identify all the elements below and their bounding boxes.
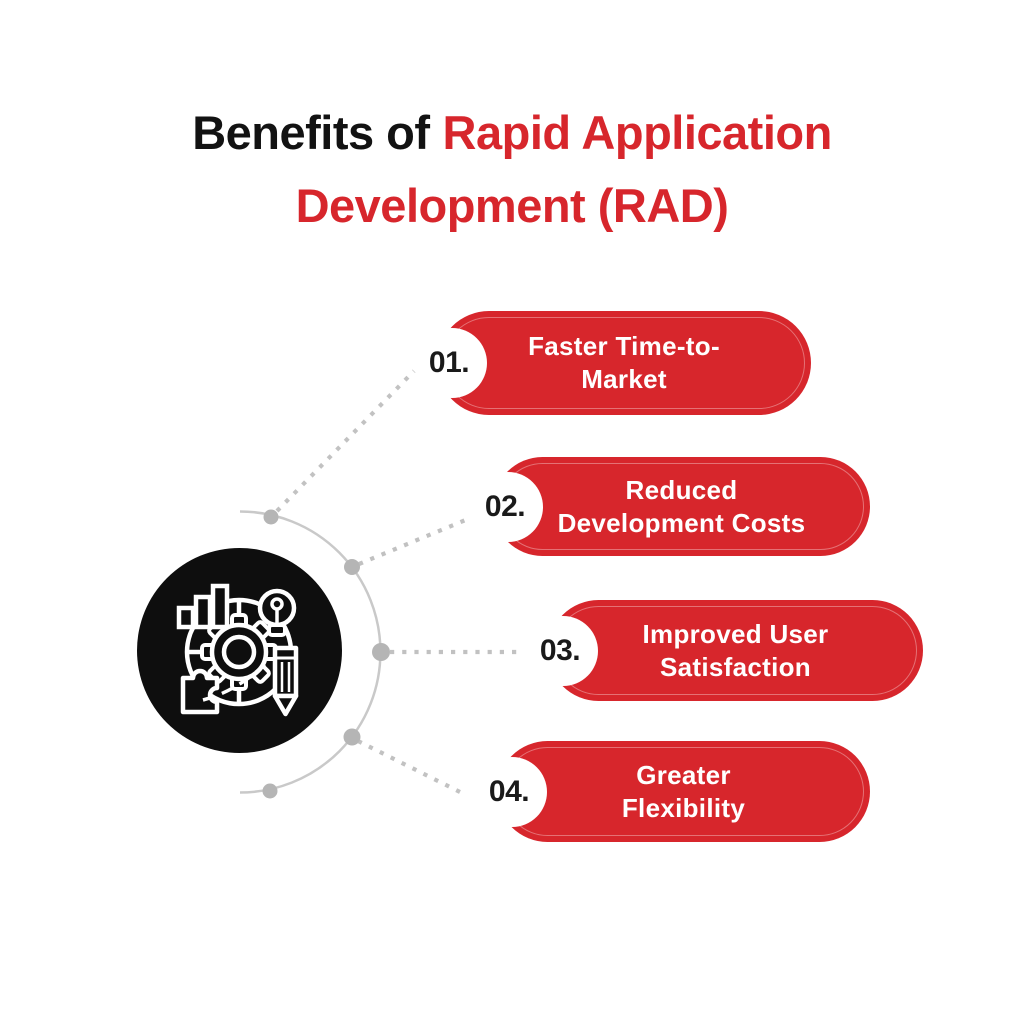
benefit-label-2-line2: Development Costs <box>557 507 806 538</box>
title-red-part: Rapid Application <box>442 106 833 159</box>
benefit-pill-3: 03. Improved User Satisfaction <box>528 600 923 701</box>
benefit-label-4-line2: Flexibility <box>621 792 746 823</box>
benefit-label-3: Improved User Satisfaction <box>548 600 923 701</box>
arc-node-dot-5 <box>262 783 278 799</box>
arc-node-dot-2 <box>344 559 360 575</box>
benefit-number-4: 04. <box>488 774 530 808</box>
benefit-number-circle-3: 03. <box>528 615 598 686</box>
rad-development-icon <box>137 548 342 753</box>
benefit-label-4-line1: Greater <box>636 759 731 790</box>
benefit-number-3: 03. <box>539 633 581 667</box>
benefit-number-circle-1: 01. <box>417 328 487 398</box>
benefit-label-2: Reduced Development Costs <box>493 457 870 556</box>
dotted-connector-4 <box>357 739 465 796</box>
benefit-label-2-line1: Reduced <box>625 474 738 505</box>
arc-node-dot-3 <box>372 643 390 661</box>
benefit-number-circle-4: 04. <box>477 756 547 827</box>
benefit-number-1: 01. <box>428 346 470 379</box>
pencil-icon <box>272 645 299 717</box>
benefit-label-3-line2: Satisfaction <box>660 651 811 682</box>
puzzle-piece-icon <box>180 668 220 715</box>
benefit-label-4: Greater Flexibility <box>497 741 870 842</box>
dotted-connector-2 <box>358 517 469 566</box>
dashed-arc-icon <box>202 662 267 702</box>
light-bulb-icon <box>257 588 297 637</box>
benefit-number-2: 02. <box>484 489 526 523</box>
benefit-pill-2: 02. Reduced Development Costs <box>473 457 870 556</box>
arc-node-dot-4 <box>343 728 361 746</box>
benefit-pill-4: 04. Greater Flexibility <box>477 741 870 842</box>
benefit-label-1: Faster Time-to- Market <box>437 311 811 415</box>
benefit-number-circle-2: 02. <box>473 471 543 542</box>
title-line-2: Development (RAD) <box>0 169 1024 242</box>
title-black-part: Benefits of <box>192 106 430 159</box>
benefit-label-1-line2: Market <box>581 364 667 394</box>
center-icon-badge <box>137 548 342 753</box>
benefit-pill-1: 01. Faster Time-to- Market <box>417 311 811 415</box>
benefit-label-1-line1: Faster Time-to- <box>528 331 720 361</box>
arc-node-dot-1 <box>263 509 279 525</box>
dotted-connector-1 <box>275 369 416 513</box>
title-red-part-2: Development (RAD) <box>295 179 729 232</box>
benefit-label-3-line1: Improved User <box>642 618 829 649</box>
bar-chart-icon <box>176 583 230 630</box>
